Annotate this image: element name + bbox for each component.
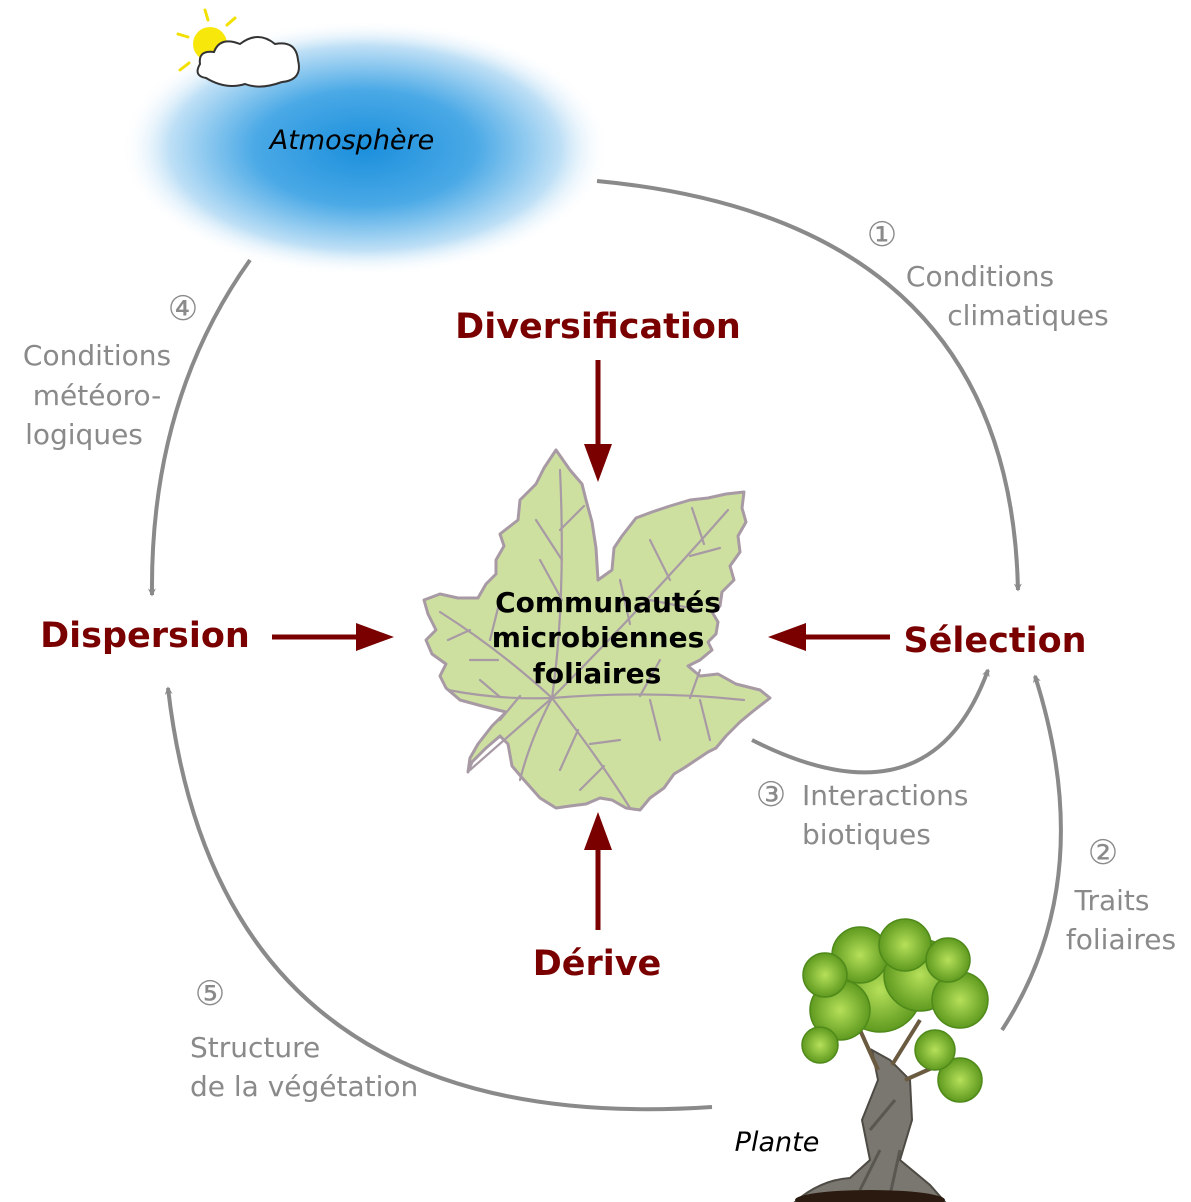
vine-leaf-icon — [422, 448, 772, 812]
factor-5: ⑤ Structure de la végétation — [190, 974, 418, 1103]
factor-3-line1: Interactions — [802, 779, 969, 812]
factor-4-line2: météoro- — [33, 379, 162, 412]
atmosphere-group: Atmosphère — [120, 8, 610, 285]
arrow-meteorological — [147, 258, 252, 597]
sun-cloud-icon — [176, 8, 300, 88]
arrow-leaf-traits — [1000, 674, 1063, 1032]
process-dispersion: Dispersion — [40, 616, 250, 656]
factor-arrows — [147, 179, 1063, 1112]
process-arrows — [272, 360, 890, 930]
factor-1-line2: climatiques — [947, 299, 1108, 332]
center-label-line3: foliaires — [533, 657, 662, 690]
process-selection: Sélection — [903, 621, 1086, 661]
arrow-climatic — [596, 179, 1022, 592]
factor-5-number: ⑤ — [195, 974, 225, 1014]
factor-2-line2: foliaires — [1066, 923, 1176, 956]
factor-3: ③ Interactions biotiques — [756, 775, 969, 851]
factor-4-number: ④ — [168, 289, 198, 329]
arrow-dispersion — [272, 623, 394, 651]
factor-4-line1: Conditions — [23, 339, 171, 372]
vine-plant-icon: Plante — [735, 918, 989, 1202]
factor-2-line1: Traits — [1073, 884, 1149, 917]
arrow-vegetation — [164, 686, 713, 1112]
factor-1: ① Conditions climatiques — [867, 215, 1109, 332]
factor-1-number: ① — [867, 215, 897, 255]
center-label-line2: microbiennes — [492, 621, 705, 654]
factor-3-line2: biotiques — [802, 818, 931, 851]
arrow-selection — [768, 623, 890, 651]
factor-3-number: ③ — [756, 775, 786, 815]
process-diversification: Diversification — [455, 307, 741, 347]
factor-4-line3: logiques — [25, 418, 143, 451]
center-label-line1: Communautés — [495, 586, 721, 619]
arrow-diversification — [584, 360, 612, 482]
plant-label: Plante — [735, 1127, 820, 1158]
factor-2: ② Traits foliaires — [1066, 833, 1176, 956]
arrow-drift — [584, 812, 612, 930]
factor-5-line1: Structure — [190, 1031, 320, 1064]
arrow-biotic — [751, 668, 990, 775]
atmosphere-label: Atmosphère — [268, 125, 435, 156]
factor-4: ④ Conditions météoro- logiques — [23, 289, 198, 451]
process-drift: Dérive — [533, 944, 662, 984]
factor-2-number: ② — [1088, 833, 1118, 873]
factor-5-line2: de la végétation — [190, 1070, 418, 1103]
factor-1-line1: Conditions — [906, 260, 1054, 293]
